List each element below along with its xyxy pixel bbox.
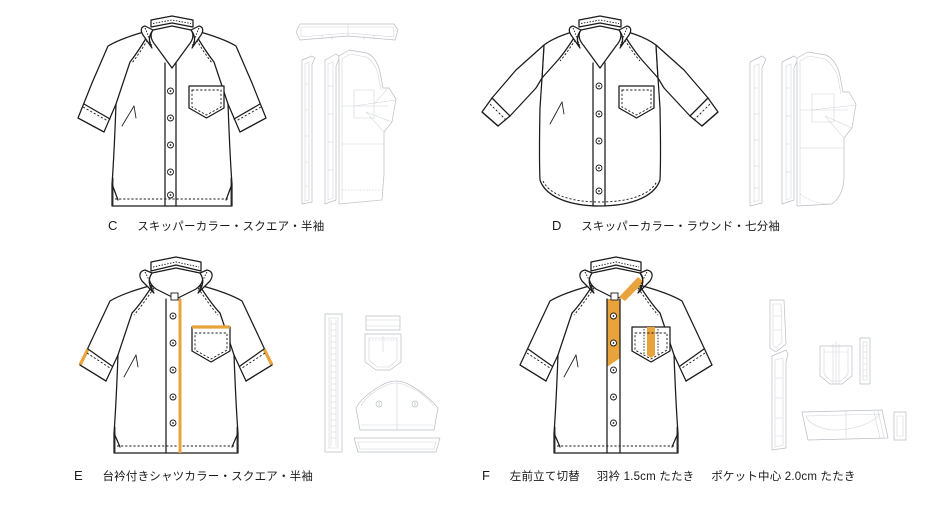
figure-f-caption-part-1: 左前立て切替 (509, 471, 580, 483)
shirt-flat-e (78, 256, 274, 454)
accent-pocket-stripe-f (647, 327, 655, 358)
figure-c-garment (56, 8, 296, 213)
button-placket-d (595, 82, 603, 195)
pattern-placket-upper-f (769, 299, 787, 353)
pattern-placket-lower-f (771, 349, 789, 451)
accent-right-cuff-e (262, 348, 274, 366)
figure-e-letter: E (74, 468, 83, 483)
pattern-pocket-facing-e (365, 315, 401, 331)
button-collar-e (170, 292, 179, 301)
chest-pocket-e (191, 325, 231, 363)
pattern-pocket-f (819, 342, 853, 385)
figure-d-garment (476, 8, 726, 213)
accent-placket-band-f (607, 299, 620, 367)
pattern-tab-f (893, 411, 907, 441)
button-placket-c (167, 87, 174, 199)
pattern-front-body-d (781, 51, 857, 207)
pattern-strip-f (859, 337, 871, 385)
chest-pocket-c (188, 85, 225, 119)
figure-e-caption-text: 台衿付きシャツカラー・スクエア・半袖 (102, 471, 314, 483)
shirt-flat-c (77, 15, 267, 207)
pattern-collar-stand-e (353, 437, 441, 453)
figure-f-letter: F (482, 468, 490, 483)
accent-collar-stripe-f (619, 277, 644, 301)
pattern-set-d (749, 51, 857, 207)
button-placket-f (610, 312, 617, 427)
figure-e-caption: E 台衿付きシャツカラー・スクエア・半袖 (74, 468, 313, 484)
figure-c-letter: C (108, 218, 118, 233)
figure-f-caption-part-2: 羽衿 1.5cm たたき (596, 471, 695, 483)
pattern-set-f (769, 299, 907, 451)
button-collar-f (610, 292, 619, 301)
chest-pocket-d (618, 85, 655, 119)
accent-left-cuff-e (78, 348, 90, 366)
figure-d-caption-text: スキッパーカラー・ラウンド・七分袖 (581, 221, 781, 233)
chest-pocket-f (631, 326, 671, 363)
pattern-collar-stand-f (801, 409, 889, 441)
figure-f-pattern-pieces (762, 288, 912, 458)
shirt-flat-f (519, 256, 713, 454)
figure-d-caption: D スキッパーカラー・ラウンド・七分袖 (552, 218, 780, 234)
figure-c-pattern-pieces (292, 14, 402, 214)
figure-d-pattern-pieces (740, 48, 860, 214)
figure-e-pattern-pieces (320, 292, 460, 458)
pattern-collar-c (295, 23, 399, 41)
shirt-flat-d (481, 15, 719, 207)
figure-e-garment (52, 255, 302, 460)
figure-d-letter: D (552, 218, 562, 233)
figure-c-caption: C スキッパーカラー・スクエア・半袖 (108, 218, 324, 234)
pattern-placket-c (301, 55, 316, 205)
pattern-collar-e (355, 380, 439, 431)
pattern-placket-d (749, 55, 767, 207)
pattern-pocket-e (364, 333, 402, 371)
figure-f-garment (492, 255, 742, 460)
pattern-set-e (324, 313, 441, 453)
figure-f-caption: F 左前立て切替 羽衿 1.5cm たたき ポケット中心 2.0cm たたき (482, 468, 856, 484)
pattern-placket-e (324, 313, 343, 453)
pattern-set-c (295, 23, 399, 205)
pattern-front-body-c (324, 49, 397, 205)
button-placket-e (169, 312, 177, 427)
figure-f-caption-part-3: ポケット中心 2.0cm たたき (711, 471, 856, 483)
figure-c-caption-text: スキッパーカラー・スクエア・半袖 (137, 221, 325, 233)
